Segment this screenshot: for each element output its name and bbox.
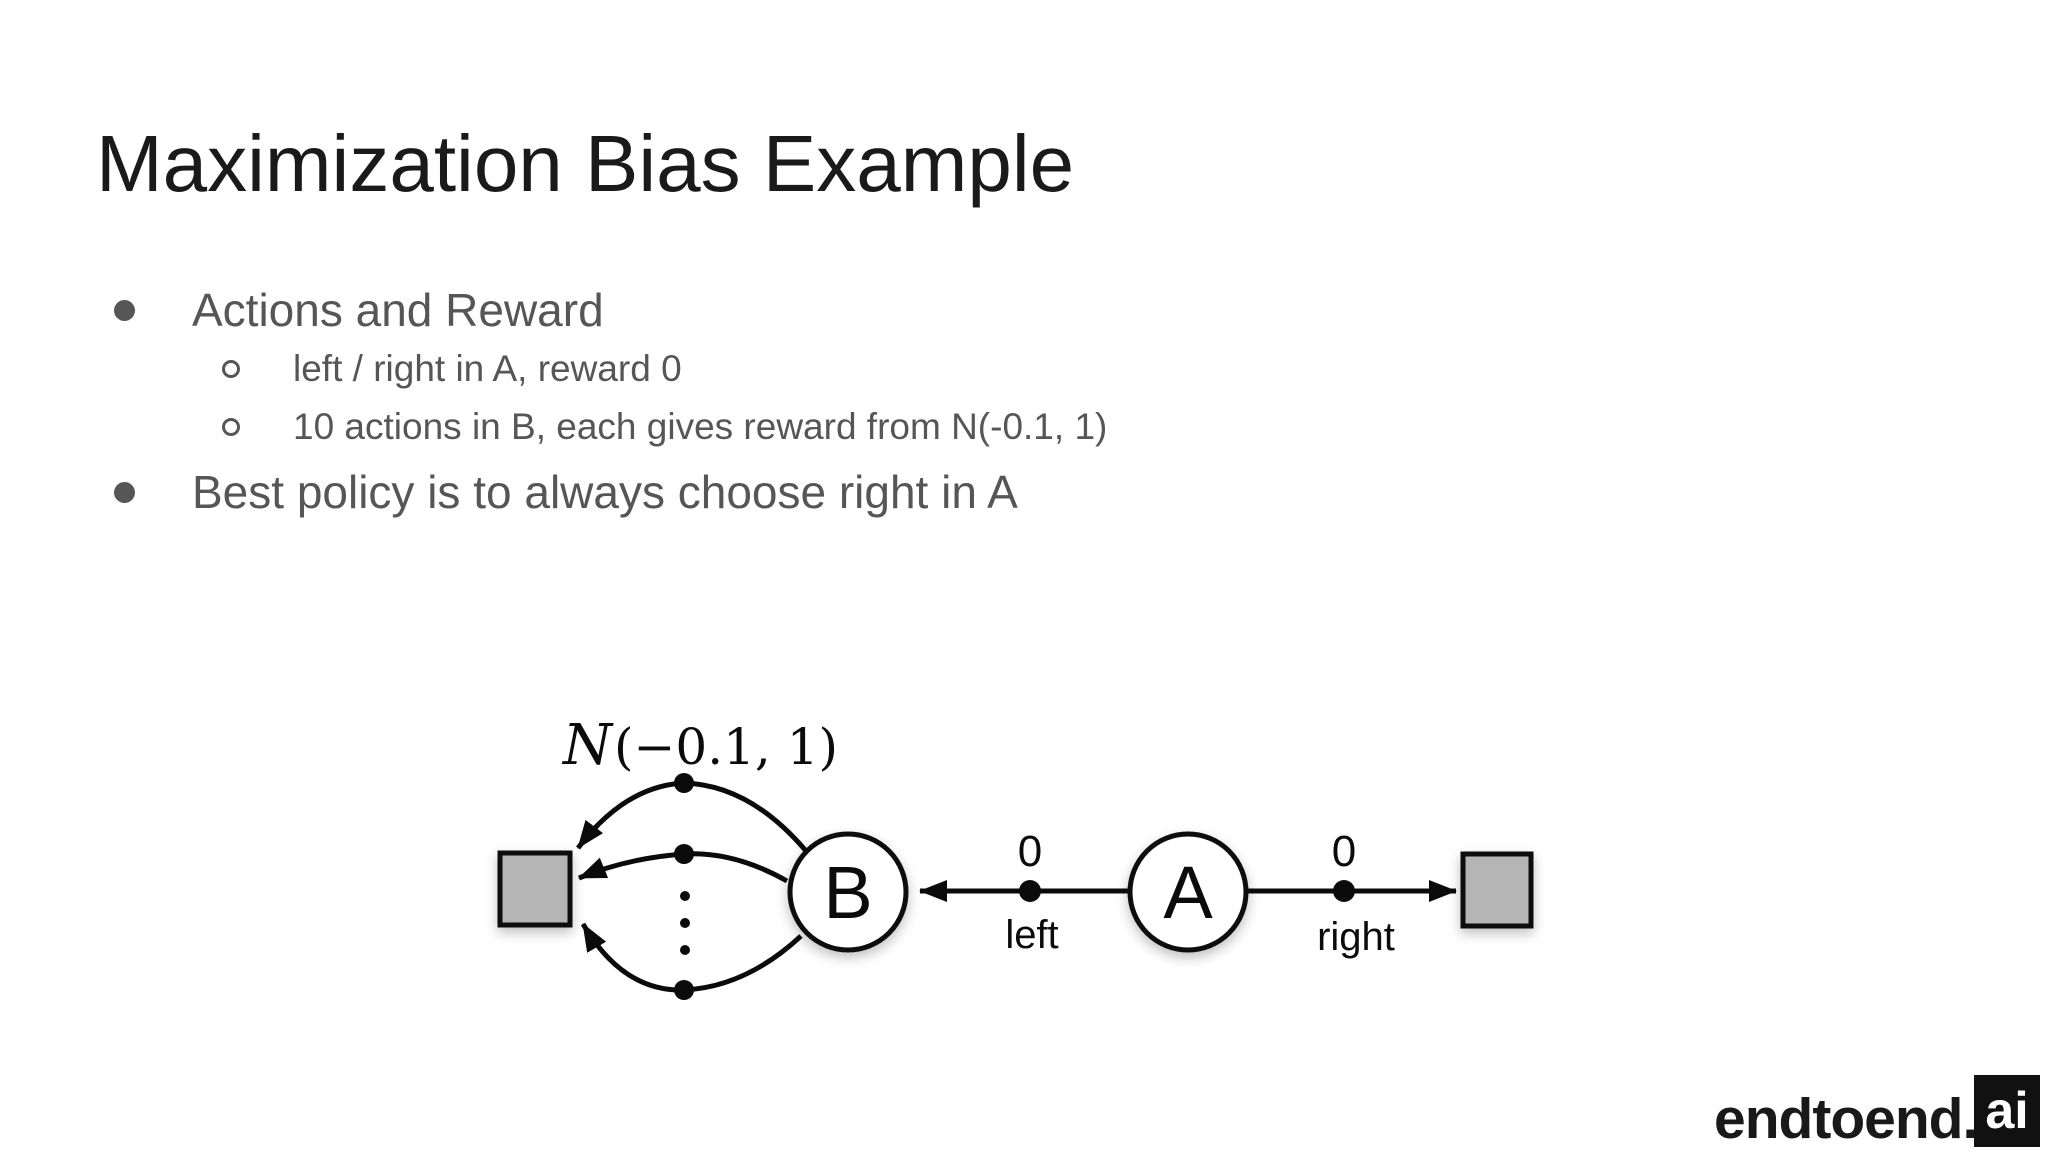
bullet-dot-icon	[114, 482, 135, 504]
transition-dot	[674, 844, 694, 864]
bullet-text: Best policy is to always choose right in…	[192, 466, 1018, 518]
transition-dot	[674, 773, 694, 793]
slide-title: Maximization Bias Example	[96, 119, 1075, 208]
transition-dot	[674, 980, 694, 1000]
state-b-node	[787, 831, 909, 953]
right-reward-label: 0	[1332, 827, 1356, 876]
right-action-label: right	[1317, 915, 1395, 959]
bullet-circle-icon	[222, 418, 240, 437]
ellipsis-dot	[680, 918, 690, 928]
sub-bullet-item-left-right: left / right in A, reward 0	[222, 347, 682, 391]
brand-name: endtoend.	[1714, 1087, 1978, 1151]
bullet-circle-icon	[222, 360, 240, 379]
terminal-left-square	[497, 850, 573, 928]
right-reward-dot	[1333, 880, 1355, 902]
bullet-text: Actions and Reward	[192, 284, 604, 336]
mdp-diagram: N(−0.1, 1) B A 0 0 left right	[497, 713, 1534, 1000]
ellipsis-dot	[680, 945, 690, 955]
terminal-right-square	[1460, 851, 1534, 929]
reward-distribution-label: N(−0.1, 1)	[561, 713, 838, 778]
left-reward-dot	[1019, 880, 1041, 902]
state-a-label: A	[1163, 851, 1213, 934]
sub-bullet-item-10-actions: 10 actions in B, each gives reward from …	[222, 405, 1107, 449]
state-b-label: B	[823, 851, 872, 934]
bullet-item-actions-reward: Actions and Reward	[114, 283, 604, 338]
bullet-item-best-policy: Best policy is to always choose right in…	[114, 465, 1018, 520]
sub-bullet-text: 10 actions in B, each gives reward from …	[293, 406, 1108, 447]
b-action-arrow-top	[576, 780, 808, 853]
state-a-node	[1127, 831, 1249, 953]
ellipsis-dot	[680, 891, 690, 901]
sub-bullet-text: left / right in A, reward 0	[293, 348, 682, 389]
brand-badge: ai	[1974, 1075, 2040, 1147]
bullet-dot-icon	[114, 300, 135, 322]
b-action-arrow-bottom	[580, 922, 803, 993]
left-reward-label: 0	[1018, 827, 1042, 876]
left-action-label: left	[1005, 913, 1058, 957]
